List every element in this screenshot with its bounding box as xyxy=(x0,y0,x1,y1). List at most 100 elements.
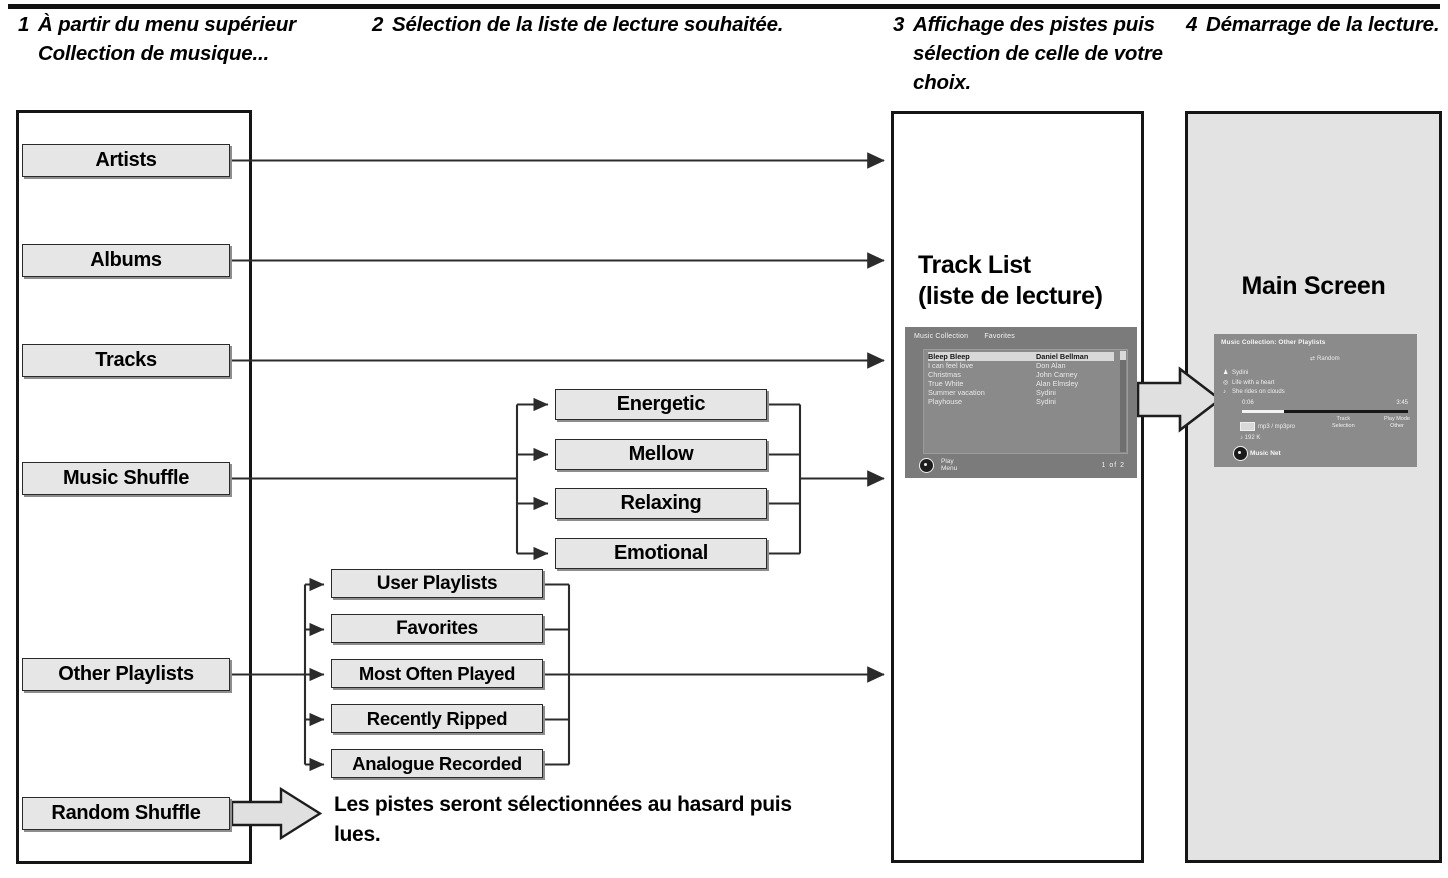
track-list-caption-line1: Track List xyxy=(918,251,1031,279)
menu-item-label: Albums xyxy=(90,249,162,271)
track-title: Christmas xyxy=(928,370,961,380)
playlist-item-label: Favorites xyxy=(396,617,478,639)
mood-item-label: Emotional xyxy=(614,542,708,564)
scrollbar-thumb[interactable] xyxy=(1120,351,1126,360)
meta-line: ♟Sydini xyxy=(1223,369,1285,379)
track-row[interactable]: Playhouse Sydini xyxy=(928,397,1114,406)
track-artist: Daniel Bellman xyxy=(1036,352,1089,361)
step-number-2: 2 xyxy=(372,13,384,36)
menu-item-label: Artists xyxy=(95,149,157,171)
progress-fill xyxy=(1242,410,1284,413)
meta-line: ◎Life with a heart xyxy=(1223,379,1285,389)
playlist-item-user-playlists[interactable]: User Playlists xyxy=(331,569,543,598)
playlist-item-label: Analogue Recorded xyxy=(352,752,522,774)
playlist-item-recently-ripped[interactable]: Recently Ripped xyxy=(331,704,543,733)
track-icon: ♪ xyxy=(1223,389,1226,395)
brand-logo: Music Net xyxy=(1233,446,1281,461)
playlist-item-analogue-recorded[interactable]: Analogue Recorded xyxy=(331,749,543,778)
step-number-3: 3 xyxy=(893,13,905,36)
playlist-item-most-often-played[interactable]: Most Often Played xyxy=(331,659,543,688)
play-menu-icon xyxy=(919,457,941,473)
menu-item-albums[interactable]: Albums xyxy=(22,244,230,277)
note-icon: ♪ xyxy=(1240,435,1243,441)
mood-item-emotional[interactable]: Emotional xyxy=(555,538,767,569)
menubar-item-favorites[interactable]: Favorites xyxy=(984,333,1015,340)
step-heading-2: 2 Sélection de la liste de lecture souha… xyxy=(372,10,832,39)
playlist-item-label: User Playlists xyxy=(376,572,498,594)
meta-text: Sydini xyxy=(1232,370,1249,376)
track-artist: Sydini xyxy=(1036,397,1056,407)
meta-text: Life with a heart xyxy=(1232,379,1275,386)
track-row[interactable]: Bleep Bleep Daniel Bellman xyxy=(928,352,1114,362)
menu-item-tracks[interactable]: Tracks xyxy=(22,344,230,377)
track-list-caption-line2: (liste de lecture) xyxy=(918,282,1103,310)
step-heading-1: 1 À partir du menu supérieur Collection … xyxy=(18,10,358,68)
menu-item-random-shuffle[interactable]: Random Shuffle xyxy=(22,797,230,830)
bitrate-indicator: ♪ 192 K xyxy=(1240,435,1260,441)
step-number-4: 4 xyxy=(1186,13,1198,36)
track-title: Bleep Bleep xyxy=(928,352,970,361)
step-number-1: 1 xyxy=(18,13,30,36)
menu-item-label: Other Playlists xyxy=(58,663,194,685)
playlist-item-label: Most Often Played xyxy=(358,662,516,684)
menu-item-music-shuffle[interactable]: Music Shuffle xyxy=(22,462,230,495)
progress-bar[interactable] xyxy=(1242,410,1408,413)
meta-line: ♪She rides on clouds xyxy=(1223,388,1285,398)
track-row[interactable]: Christmas John Carney xyxy=(928,370,1114,379)
track-artist: John Carney xyxy=(1036,370,1078,380)
track-row[interactable]: Summer vacation Sydini xyxy=(928,388,1114,397)
step-text-2: Sélection de la liste de lecture souhait… xyxy=(392,13,784,36)
menubar-item-music-collection[interactable]: Music Collection xyxy=(914,333,969,340)
menu-item-label: Tracks xyxy=(95,349,157,371)
track-list-device-screen: Music Collection Favorites Bleep Bleep Da… xyxy=(905,327,1137,478)
track-list-footer: Play Menu 1 of 2 xyxy=(919,457,1125,473)
total-time: 3:45 xyxy=(1396,400,1408,406)
format-indicator: mp3 / mp3pro xyxy=(1240,422,1295,431)
track-title: True White xyxy=(928,379,964,389)
mood-item-label: Relaxing xyxy=(620,492,702,514)
mood-item-label: Energetic xyxy=(616,393,706,415)
track-title: Summer vacation xyxy=(928,388,985,398)
format-chip-icon xyxy=(1240,422,1255,431)
mood-item-label: Mellow xyxy=(628,443,694,465)
mood-item-energetic[interactable]: Energetic xyxy=(555,389,767,420)
random-label: Random xyxy=(1317,356,1340,362)
track-title: Playhouse xyxy=(928,397,963,407)
track-list-caption: Track List (liste de lecture) xyxy=(918,250,1148,312)
mood-item-relaxing[interactable]: Relaxing xyxy=(555,488,767,519)
playback-block-arrow xyxy=(1136,366,1223,433)
step-heading-4: 4 Démarrage de la lecture. xyxy=(1186,10,1448,39)
footer-badge-line1: Play xyxy=(941,458,954,465)
top-rule xyxy=(8,4,1440,9)
menu-item-artists[interactable]: Artists xyxy=(22,144,230,177)
menu-item-label: Music Shuffle xyxy=(62,467,190,489)
shuffle-icon: ⇄ xyxy=(1310,356,1316,362)
panel-track-list xyxy=(891,111,1144,863)
panel-main-screen xyxy=(1185,111,1442,863)
step-text-4: Démarrage de la lecture. xyxy=(1206,13,1440,36)
menu-item-other-playlists[interactable]: Other Playlists xyxy=(22,658,230,691)
track-list-scrollbar[interactable] xyxy=(1120,351,1126,452)
playlist-item-label: Recently Ripped xyxy=(366,707,508,729)
mood-item-mellow[interactable]: Mellow xyxy=(555,439,767,470)
step-text-3: Affichage des pistes puis sélection de c… xyxy=(913,13,1163,94)
elapsed-time: 0:06 xyxy=(1242,400,1254,406)
step-text-1: À partir du menu supérieur Collection de… xyxy=(38,13,296,65)
playlist-item-favorites[interactable]: Favorites xyxy=(331,614,543,643)
main-screen-header: Music Collection: Other Playlists xyxy=(1221,339,1326,346)
bitrate-label: 192 K xyxy=(1244,435,1261,441)
random-shuffle-note: Les pistes seront sélectionnées au hasar… xyxy=(334,793,792,846)
random-shuffle-block-arrow xyxy=(230,786,323,841)
track-artist: Sydini xyxy=(1036,388,1056,398)
format-label: mp3 / mp3pro xyxy=(1258,424,1296,431)
brand-label: Music Net xyxy=(1250,450,1281,458)
random-mode-indicator: ⇄Random xyxy=(1310,355,1340,362)
